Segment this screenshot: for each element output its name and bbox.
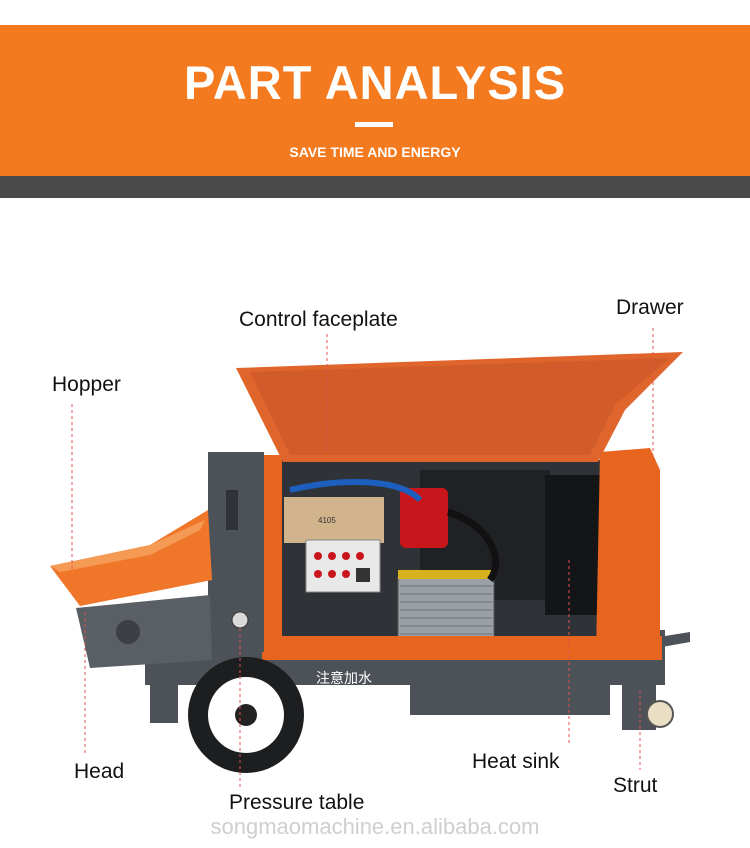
strut-wheel xyxy=(646,700,674,728)
header-banner: PART ANALYSIS SAVE TIME AND ENERGY xyxy=(0,25,750,176)
body-bottom-panel xyxy=(262,636,662,660)
drawer-cabinet xyxy=(596,448,660,655)
control-buttons xyxy=(314,552,370,582)
page-title: PART ANALYSIS xyxy=(183,56,567,109)
head-cylinder xyxy=(116,620,140,644)
hopper-rim xyxy=(50,520,205,572)
column-window xyxy=(226,490,238,530)
pump-head xyxy=(76,595,212,668)
label-drawer: Drawer xyxy=(616,296,684,319)
radiator-fins xyxy=(400,585,492,635)
lid-inner-shading xyxy=(250,358,670,455)
radiator xyxy=(397,577,495,647)
header-divider xyxy=(0,176,750,198)
page-subtitle: SAVE TIME AND ENERGY xyxy=(289,144,461,160)
label-control-faceplate: Control faceplate xyxy=(239,308,398,331)
label-pressure-table: Pressure table xyxy=(229,791,365,814)
label-head: Head xyxy=(74,760,125,783)
label-heat-sink: Heat sink xyxy=(472,750,560,773)
battery-box xyxy=(545,475,600,615)
label-hopper: Hopper xyxy=(52,373,121,396)
box-model-text: 4105 xyxy=(318,516,336,525)
leader-lines xyxy=(71,328,654,788)
blue-hose xyxy=(289,478,423,503)
fuel-tank xyxy=(400,488,448,548)
pressure-gauge xyxy=(231,611,249,629)
title-underline xyxy=(355,122,393,127)
warning-text: 注意加水 xyxy=(316,670,372,686)
watermark: songmaomachine.en.alibaba.com xyxy=(210,814,540,839)
radiator-top-bar xyxy=(398,570,494,579)
control-panel xyxy=(305,539,381,593)
label-strut: Strut xyxy=(613,774,658,797)
wheel-hub xyxy=(235,704,257,726)
body-left-panel xyxy=(262,455,282,648)
parts-box xyxy=(284,497,384,543)
front-leg xyxy=(150,685,178,723)
black-hose xyxy=(446,508,500,583)
machine-skirt xyxy=(410,680,610,715)
